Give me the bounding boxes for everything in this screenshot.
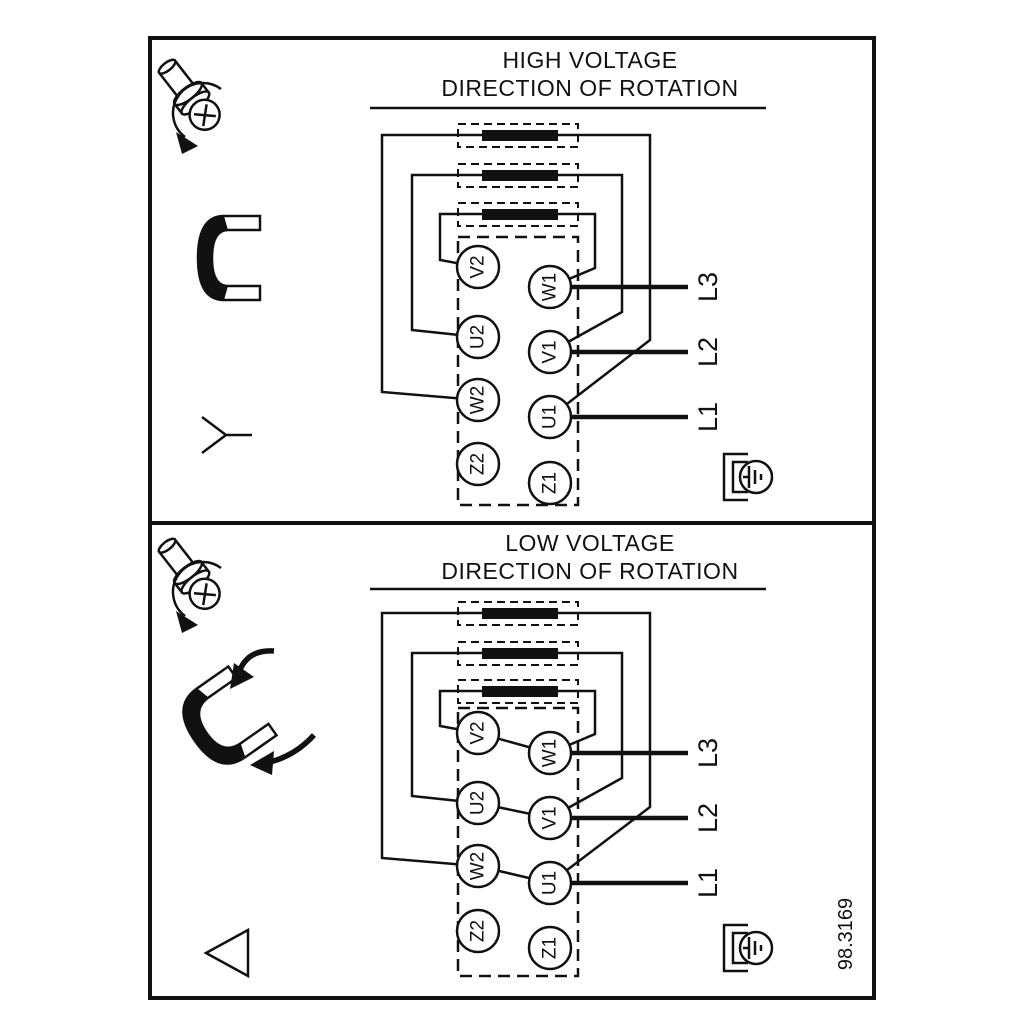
supply-label-l1: L1: [693, 402, 723, 432]
terminal-label: V1: [540, 340, 561, 363]
screw-rotation-icon: [157, 537, 222, 633]
terminal: Z1: [527, 460, 573, 506]
terminal-label: V2: [468, 721, 489, 744]
screw-rotation-icon: [157, 58, 222, 154]
terminal: W2: [455, 377, 501, 423]
jumper-bar: [482, 648, 558, 659]
jumper-bar: [482, 608, 558, 619]
panel-title-line2: DIRECTION OF ROTATION: [441, 558, 738, 584]
jumper-move-icon: [182, 648, 317, 775]
panel-title-line1: HIGH VOLTAGE: [502, 47, 677, 73]
panel-title-line1: LOW VOLTAGE: [505, 530, 675, 556]
supply-label-l2: L2: [693, 337, 723, 367]
high-voltage-diagram: HIGH VOLTAGE DIRECTION OF ROTATION: [157, 47, 774, 507]
ground-clamp-icon: [722, 452, 774, 502]
low-voltage-diagram: LOW VOLTAGE DIRECTION OF ROTATION: [157, 530, 857, 979]
jumper-bar: [482, 170, 558, 181]
figure-number: 98.3169: [835, 898, 857, 970]
terminal-label: W1: [540, 739, 561, 768]
panel-high-voltage: HIGH VOLTAGE DIRECTION OF ROTATION: [152, 40, 872, 525]
wiring-loops: [380, 611, 652, 884]
terminal: V1: [527, 329, 573, 375]
terminal-label: W1: [540, 273, 561, 302]
jumper-bar: [482, 209, 558, 220]
terminal-label: U2: [468, 791, 489, 815]
terminal-label: U2: [468, 325, 489, 349]
jumper-link-icon: [196, 214, 262, 302]
terminal: Z2: [455, 908, 501, 954]
terminal-block: V2 U2 W2 Z2: [380, 123, 723, 507]
supply-label-l3: L3: [693, 738, 723, 768]
terminal-label: Z2: [468, 453, 489, 475]
terminal: W2: [455, 843, 501, 889]
terminal: U1: [527, 394, 573, 440]
terminal-block: V2 U2 W2 Z2: [380, 601, 723, 978]
delta-symbol-icon: [203, 927, 250, 979]
terminal: U1: [527, 860, 573, 906]
terminal-label: V2: [468, 255, 489, 278]
terminal: V2: [455, 710, 501, 756]
terminal-box-outline: [456, 235, 580, 507]
panel-title-line2: DIRECTION OF ROTATION: [441, 75, 738, 101]
terminal: Z1: [527, 925, 573, 971]
terminal: W1: [527, 264, 573, 310]
terminal: W1: [527, 730, 573, 776]
jumper-bar: [482, 130, 558, 141]
diagram-frame: HIGH VOLTAGE DIRECTION OF ROTATION: [148, 36, 876, 1000]
terminal: U2: [455, 314, 501, 360]
terminal: V1: [527, 795, 573, 841]
supply-label-l2: L2: [693, 803, 723, 833]
rotation-arrow: [171, 81, 222, 138]
terminal-label: U1: [540, 871, 561, 895]
ground-clamp-icon: [722, 923, 774, 973]
terminal-label: Z1: [540, 937, 561, 959]
terminal-label: W2: [468, 852, 489, 881]
terminal-label: Z1: [540, 472, 561, 494]
star-symbol-icon: [201, 416, 252, 454]
supply-label-l3: L3: [693, 272, 723, 302]
wiring-loops: [380, 133, 652, 418]
terminal: V2: [455, 244, 501, 290]
supply-label-l1: L1: [693, 868, 723, 898]
jumper-bar: [482, 686, 558, 697]
panel-low-voltage: LOW VOLTAGE DIRECTION OF ROTATION: [152, 525, 872, 996]
terminal: Z2: [455, 441, 501, 487]
terminal-label: V1: [540, 806, 561, 829]
terminal: U2: [455, 780, 501, 826]
terminal-label: Z2: [468, 920, 489, 942]
terminal-label: U1: [540, 405, 561, 429]
terminal-label: W2: [468, 386, 489, 415]
rotation-arrow: [171, 560, 222, 617]
terminal-box-outline: [456, 706, 580, 978]
